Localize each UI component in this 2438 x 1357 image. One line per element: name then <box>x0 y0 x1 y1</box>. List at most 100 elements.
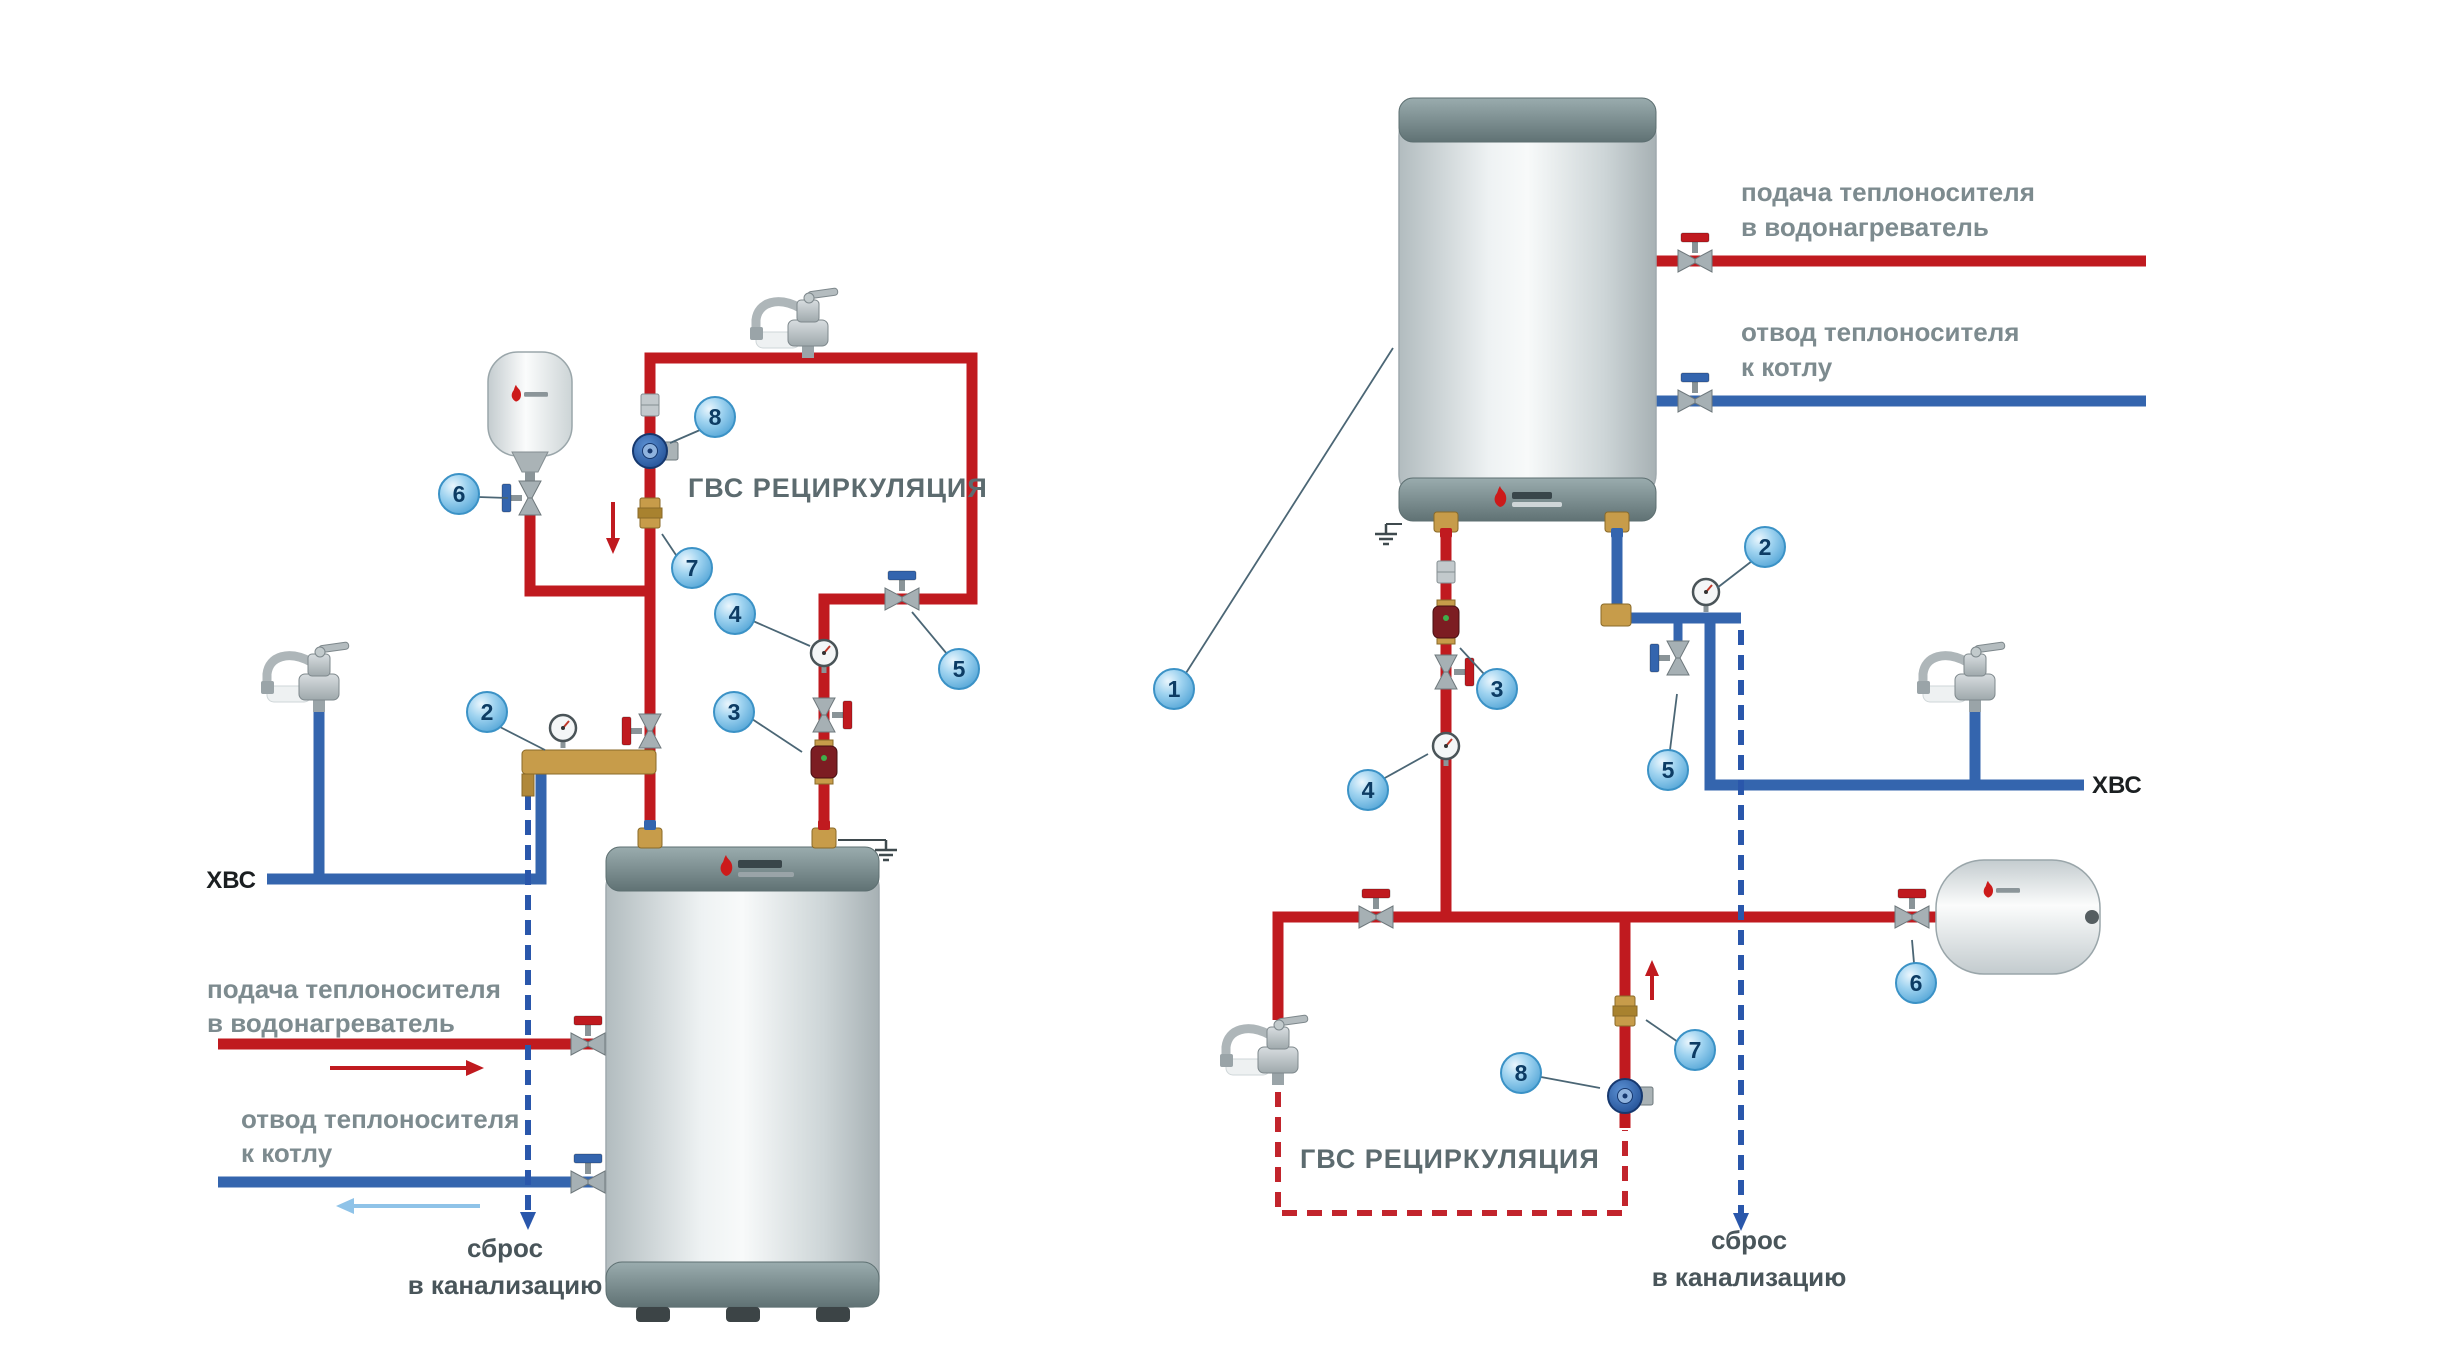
flow-arrow-down-head <box>606 538 620 554</box>
leader-line <box>1669 693 1678 751</box>
leader-line <box>751 718 803 753</box>
svg-text:4: 4 <box>1362 777 1375 803</box>
callout-3: 3 <box>1476 668 1518 710</box>
left-diagram: ГВС РЕЦИРКУЛЯЦИЯ ХВС подача теплоносител… <box>206 288 988 1322</box>
leader-line <box>669 429 701 444</box>
union-fitting <box>640 393 660 417</box>
thermometer-gauge <box>1431 731 1461 768</box>
callout-6: 6 <box>438 473 480 515</box>
callout-3: 3 <box>713 691 755 733</box>
leader-line <box>499 726 546 751</box>
callout-4: 4 <box>714 593 756 635</box>
right-diagram: подача теплоносителя в водонагреватель о… <box>1153 97 2146 1292</box>
return-label-line2: к котлу <box>241 1138 333 1168</box>
cold-water-label: ХВС <box>2092 772 2142 799</box>
pipe-cold-water <box>267 772 547 885</box>
leader-line <box>1540 1076 1601 1089</box>
callout-8: 8 <box>694 396 736 438</box>
svg-text:6: 6 <box>453 481 466 507</box>
hot-outlet-cap <box>818 820 830 830</box>
hot-outlet-fitting <box>811 827 837 849</box>
leader-line <box>1716 560 1753 589</box>
callout-2: 2 <box>466 691 508 733</box>
flow-device <box>810 739 838 785</box>
heater-foot <box>816 1307 850 1322</box>
hot-outlet-cap <box>1440 528 1452 538</box>
leader-line <box>1382 753 1429 780</box>
svg-text:4: 4 <box>729 601 742 627</box>
leader-line <box>1185 347 1394 674</box>
pipe-expansion-tank-branch <box>524 508 650 597</box>
pipe-cold-inlet <box>1611 516 1741 624</box>
water-heater-wall <box>1373 97 1657 546</box>
svg-text:5: 5 <box>1662 757 1675 783</box>
leader-line <box>477 496 509 499</box>
union-fitting <box>1436 560 1456 584</box>
leader-line <box>752 620 811 647</box>
safety-group <box>1600 577 1721 627</box>
recirculation-label: ГВС РЕЦИРКУЛЯЦИЯ <box>1300 1144 1600 1174</box>
heater-foot <box>726 1307 760 1322</box>
callout-4: 4 <box>1347 769 1389 811</box>
expansion-tank <box>1935 859 2101 975</box>
recirculation-dashed-line <box>1275 1092 1628 1216</box>
pipe-recirculation-loop <box>644 352 978 852</box>
supply-label-line1: подача теплоносителя <box>1741 177 2035 207</box>
supply-flow-arrow-head <box>466 1060 484 1076</box>
cold-inlet-cap <box>644 820 656 830</box>
brand-logo-icon <box>1983 880 2020 898</box>
callout-1: 1 <box>1153 668 1195 710</box>
svg-text:7: 7 <box>1689 1037 1702 1063</box>
svg-text:5: 5 <box>953 656 966 682</box>
cold-inlet-cap <box>1611 528 1623 538</box>
svg-text:1: 1 <box>1168 676 1181 702</box>
svg-text:3: 3 <box>728 699 741 725</box>
water-heater-floor <box>605 820 899 1322</box>
svg-text:6: 6 <box>1910 970 1923 996</box>
leader-line <box>1911 939 1915 964</box>
brand-logo-icon <box>511 384 548 402</box>
callout-5: 5 <box>1647 749 1689 791</box>
pressure-gauge <box>548 713 578 750</box>
safety-group <box>521 713 657 797</box>
drain-label-line1: сброс <box>1711 1225 1787 1255</box>
callout-2: 2 <box>1744 526 1786 568</box>
leader-line <box>1645 1019 1679 1043</box>
faucet <box>1917 642 2005 712</box>
faucet <box>261 642 349 712</box>
supply-label-line1: подача теплоносителя <box>207 974 501 1004</box>
circulation-pump <box>1607 1078 1654 1114</box>
svg-text:8: 8 <box>709 404 722 430</box>
grounding-icon <box>1373 522 1399 546</box>
svg-text:7: 7 <box>686 555 699 581</box>
svg-text:8: 8 <box>1515 1060 1528 1086</box>
thermometer-gauge <box>809 638 839 675</box>
heater-foot <box>636 1307 670 1322</box>
air-valve-knob <box>2085 910 2099 924</box>
callout-5: 5 <box>938 648 980 690</box>
faucet <box>750 288 838 358</box>
drain-valve <box>1649 640 1690 676</box>
drain-arrow-icon <box>1733 1213 1749 1231</box>
return-label-line1: отвод теплоносителя <box>1741 317 2019 347</box>
check-valve <box>1612 995 1638 1027</box>
recirculation-label: ГВС РЕЦИРКУЛЯЦИЯ <box>688 473 988 503</box>
leader-line <box>661 533 679 559</box>
check-valve <box>637 497 663 529</box>
cold-water-label: ХВС <box>206 867 256 894</box>
brand-logo-icon <box>720 855 794 877</box>
faucet <box>1220 1015 1308 1085</box>
svg-text:2: 2 <box>1759 534 1772 560</box>
drain-arrow-icon <box>520 1212 536 1230</box>
drain-label-line2: в канализацию <box>408 1270 603 1300</box>
supply-label-line2: в водонагреватель <box>207 1008 455 1038</box>
drain-label-line2: в канализацию <box>1652 1262 1847 1292</box>
leader-line <box>1459 647 1485 675</box>
drain-label-line1: сброс <box>467 1233 543 1263</box>
pipe-cold-water <box>1704 618 2084 791</box>
cold-inlet-fitting <box>637 827 663 849</box>
svg-text:2: 2 <box>481 699 494 725</box>
pressure-gauge <box>1691 577 1721 614</box>
